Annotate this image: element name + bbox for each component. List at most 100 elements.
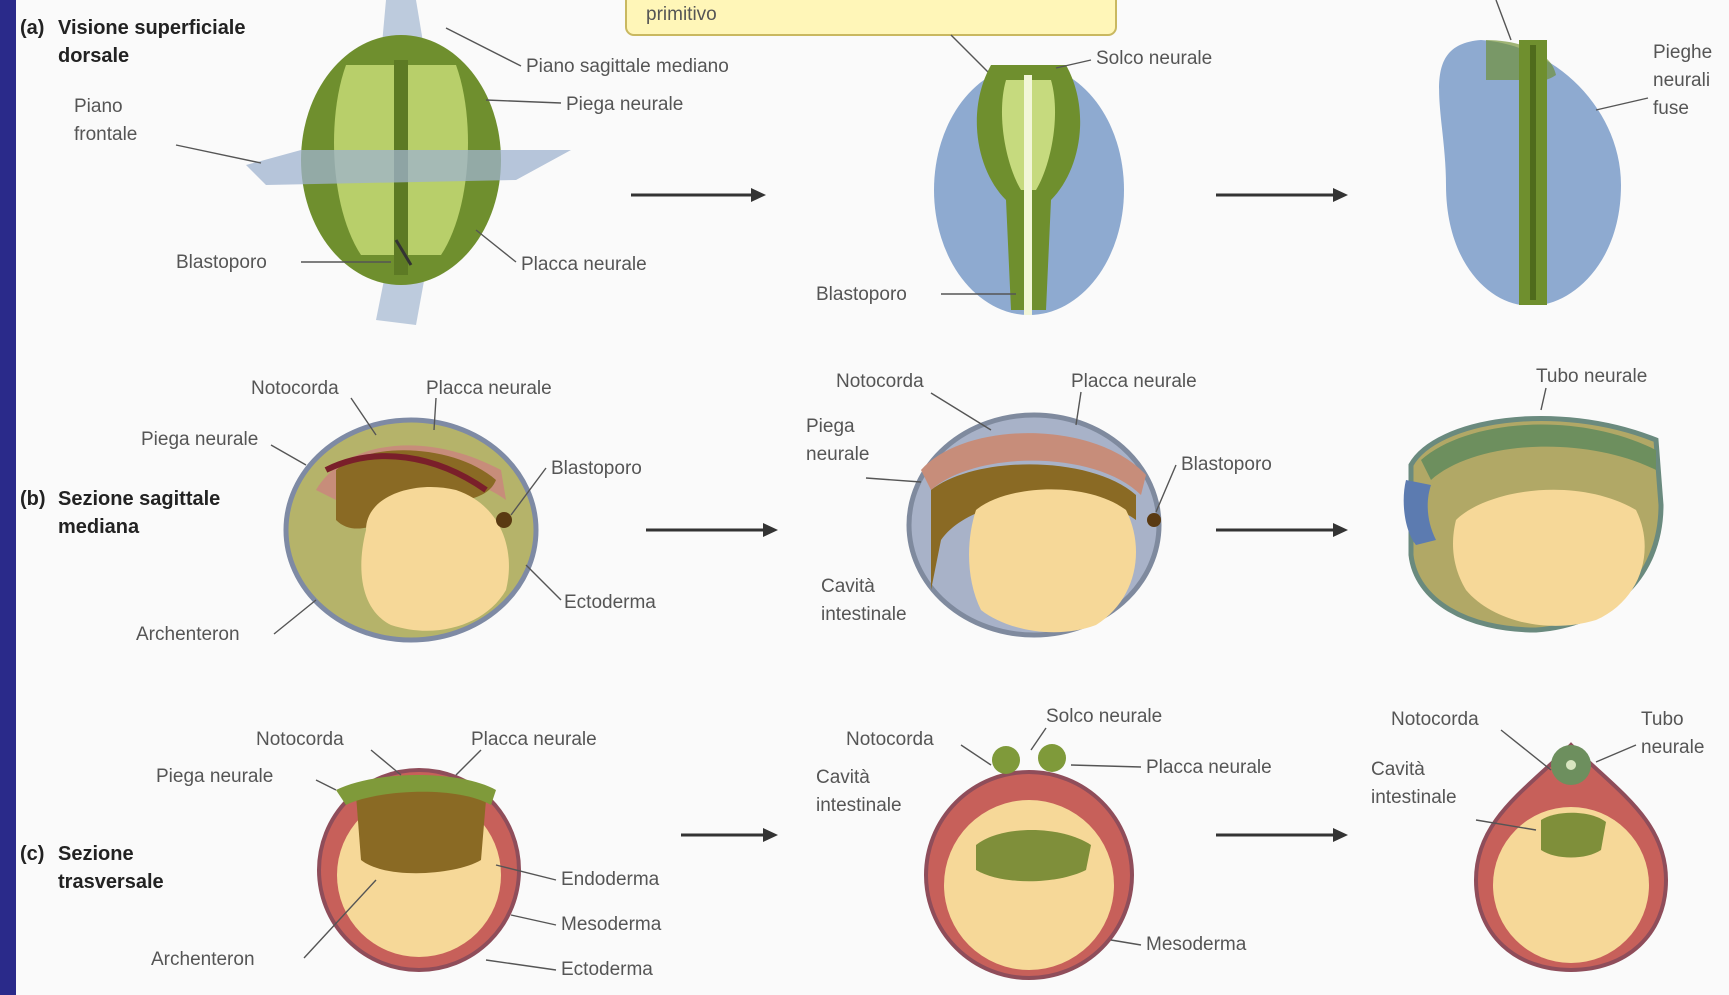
a1-label-piano-2: frontale <box>74 124 137 145</box>
b2-leader-notocorda <box>931 393 991 430</box>
c3-label-cavita-1: Cavità <box>1371 759 1425 780</box>
c1-embryo <box>319 770 519 970</box>
a3-leader-pieghe <box>1596 98 1648 110</box>
c2-leader-placca <box>1071 765 1141 767</box>
b2-label-blastoporo: Blastoporo <box>1181 454 1272 475</box>
a1-label-blastoporo: Blastoporo <box>176 252 267 273</box>
c2-embryo <box>926 744 1132 978</box>
b1-leader-archenteron <box>274 600 316 634</box>
b1-embryo <box>286 420 536 640</box>
a2-neural-groove <box>1024 75 1032 315</box>
b3-embryo <box>1404 418 1661 630</box>
row-c-title-line2: trasversale <box>58 871 164 893</box>
callout-text: primitivo <box>646 4 717 25</box>
a2-leader-solco <box>1056 60 1091 68</box>
a1-frontal-plane <box>246 150 571 185</box>
c1-label-archenteron: Archenteron <box>151 949 255 970</box>
a3-label-pieghe-2: neurali <box>1653 70 1710 91</box>
a1-label-placca: Placca neurale <box>521 254 647 275</box>
c1-leader-placca <box>456 750 481 775</box>
c1-leader-notocorda <box>371 750 401 775</box>
b2-embryo <box>909 415 1161 635</box>
c1-archenteron <box>356 788 486 873</box>
c1-label-placca: Placca neurale <box>471 729 597 750</box>
c2-leader-notocorda <box>961 745 991 765</box>
b2-leader-blastoporo <box>1156 465 1176 512</box>
a1-embryo <box>246 0 571 325</box>
c3-label-notocorda: Notocorda <box>1391 709 1479 730</box>
row-b-sagittal-section: (b) Sezione sagittale mediana Notocorda … <box>20 366 1661 645</box>
a-arrow-1-head <box>751 188 766 202</box>
row-b-title-line2: mediana <box>58 516 140 538</box>
b-arrow-2-head <box>1333 523 1348 537</box>
row-b-title-line1: Sezione sagittale <box>58 488 220 510</box>
b2-label-notocorda: Notocorda <box>836 371 924 392</box>
c1-label-notocorda: Notocorda <box>256 729 344 750</box>
b1-leader-ectoderma <box>526 565 561 600</box>
b1-label-ectoderma: Ectoderma <box>564 592 656 613</box>
a2-label-blastoporo: Blastoporo <box>816 284 907 305</box>
c3-leader-notocorda <box>1501 730 1551 770</box>
a3-embryo <box>1439 40 1621 305</box>
row-a-title-line2: dorsale <box>58 45 129 67</box>
c3-neural-canal <box>1566 760 1576 770</box>
a1-leader-placca <box>476 230 516 262</box>
c-arrow-1-head <box>763 828 778 842</box>
c2-archenteron <box>976 830 1091 881</box>
c3-label-tubo-1: Tubo <box>1641 709 1684 730</box>
b2-label-cavita-2: intestinale <box>821 604 907 625</box>
b2-leader-piega <box>866 478 921 482</box>
b1-label-blastoporo: Blastoporo <box>551 458 642 479</box>
a3-leader-top <box>1496 0 1511 40</box>
b3-label-tubo: Tubo neurale <box>1536 366 1647 387</box>
c3-archenteron <box>1541 813 1606 858</box>
c2-label-cavita-2: intestinale <box>816 795 902 816</box>
c2-label-placca: Placca neurale <box>1146 757 1272 778</box>
c2-yolk <box>944 800 1114 970</box>
b2-label-piega-2: neurale <box>806 444 869 465</box>
row-b-tag: (b) <box>20 488 46 510</box>
row-c-title-line1: Sezione <box>58 843 134 865</box>
row-a-tag: (a) <box>20 17 44 39</box>
c1-leader-piega <box>316 780 336 790</box>
b2-label-piega-1: Piega <box>806 416 855 437</box>
a3-label-pieghe-1: Pieghe <box>1653 42 1712 63</box>
b1-label-notocorda: Notocorda <box>251 378 339 399</box>
b1-label-archenteron: Archenteron <box>136 624 240 645</box>
c1-label-ectoderma: Ectoderma <box>561 959 653 980</box>
b1-label-placca: Placca neurale <box>426 378 552 399</box>
row-a-dorsal-view: (a) Visione superficiale dorsale Piano s… <box>20 0 1712 325</box>
b1-leader-piega <box>271 445 306 465</box>
c-arrow-2-head <box>1333 828 1348 842</box>
c3-label-tubo-2: neurale <box>1641 737 1704 758</box>
left-sidebar-bar <box>0 0 16 995</box>
b2-blastopore <box>1147 513 1161 527</box>
row-a-title-line1: Visione superficiale <box>58 17 246 39</box>
c1-label-mesoderma: Mesoderma <box>561 914 662 935</box>
b-arrow-1-head <box>763 523 778 537</box>
c3-label-cavita-2: intestinale <box>1371 787 1457 808</box>
c2-label-mesoderma: Mesoderma <box>1146 934 1247 955</box>
a1-label-piano-sagittale: Piano sagittale mediano <box>526 56 729 77</box>
a3-label-pieghe-3: fuse <box>1653 98 1689 119</box>
c1-leader-mesoderma <box>511 915 556 925</box>
c2-neural-fold-right <box>1038 744 1066 772</box>
c3-embryo <box>1476 745 1666 970</box>
a1-leader-piano <box>176 145 261 163</box>
c2-leader-mesoderma <box>1111 940 1141 945</box>
row-c-transverse-section: (c) Sezione trasversale Notocorda Placca… <box>20 706 1704 980</box>
c2-label-solco: Solco neurale <box>1046 706 1162 727</box>
c1-label-piega: Piega neurale <box>156 766 273 787</box>
c2-label-notocorda: Notocorda <box>846 729 934 750</box>
neurulation-diagram: (a) Visione superficiale dorsale Piano s… <box>16 0 1729 995</box>
a2-label-solco: Solco neurale <box>1096 48 1212 69</box>
row-c-tag: (c) <box>20 843 44 865</box>
c3-leader-tubo <box>1596 745 1636 762</box>
c1-label-endoderma: Endoderma <box>561 869 660 890</box>
c2-neural-fold-left <box>992 746 1020 774</box>
b3-leader-tubo <box>1541 388 1546 410</box>
b2-yolk <box>969 489 1136 632</box>
b1-blastopore <box>496 512 512 528</box>
a2-embryo <box>934 65 1124 315</box>
b2-label-placca: Placca neurale <box>1071 371 1197 392</box>
